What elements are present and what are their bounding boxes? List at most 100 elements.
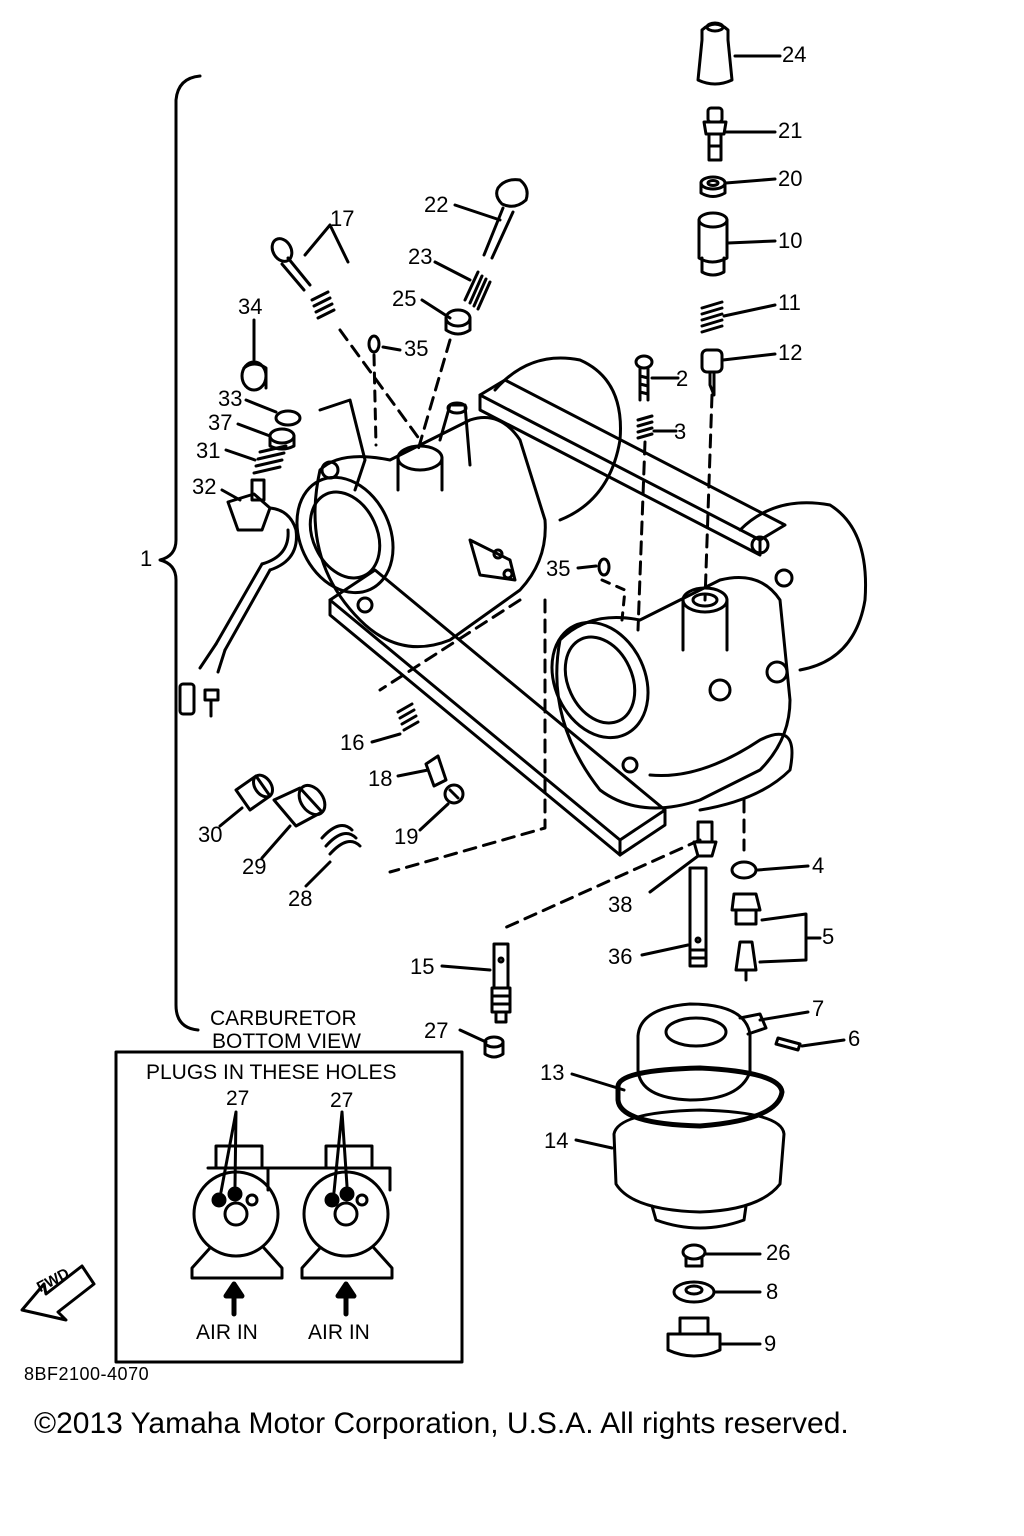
part-36-main-jet	[688, 866, 708, 968]
inset-plug-dot-right-2	[339, 1186, 355, 1202]
callout-36: 36	[608, 944, 633, 969]
leader-5	[758, 912, 822, 964]
leader-19	[418, 802, 450, 832]
part-25-collar	[444, 308, 472, 336]
wire-harness	[178, 528, 298, 718]
inset-box	[114, 1050, 464, 1364]
leader-18	[396, 768, 430, 778]
part-27-plug	[483, 1035, 505, 1059]
part-8-washer	[672, 1280, 716, 1304]
leader-4	[756, 864, 810, 872]
leader-31	[224, 448, 257, 462]
callout-35-lower: 35	[546, 556, 571, 581]
callout-20: 20	[778, 166, 803, 191]
inset-callout-27-right: 27	[330, 1089, 354, 1112]
callout-37: 37	[208, 410, 233, 435]
callout-19: 19	[394, 824, 419, 849]
fwd-arrow-icon	[20, 1264, 96, 1322]
part-32-fitting	[226, 478, 298, 532]
part-5-valve-seat	[730, 892, 762, 982]
inset-air-in-right: AIR IN	[308, 1321, 370, 1344]
leader-30	[218, 806, 244, 828]
part-33-washer	[274, 409, 302, 427]
dash-22	[416, 338, 452, 452]
dash-17	[338, 328, 422, 442]
inset-plug-dot-right-1	[324, 1192, 340, 1208]
dash-15	[498, 838, 702, 932]
callout-21: 21	[778, 118, 803, 143]
part-22-throttle-stop-screw	[482, 178, 529, 260]
part-2-pilot-screw	[634, 354, 654, 402]
part-10-plunger-nut	[697, 211, 729, 277]
callout-11: 11	[778, 290, 801, 315]
inset-callout-27-left: 27	[226, 1087, 250, 1110]
callout-12: 12	[778, 340, 803, 365]
part-35-lower	[597, 557, 611, 577]
leader-35b	[576, 564, 598, 570]
callout-28: 28	[288, 886, 313, 911]
figure-code: 8BF2100-4070	[24, 1364, 150, 1384]
inset-carb-left	[190, 1144, 284, 1280]
callout-5: 5	[822, 924, 835, 949]
callout-24: 24	[782, 42, 807, 67]
inset-heading-line2: BOTTOM VIEW	[212, 1030, 361, 1053]
callout-14: 14	[544, 1128, 569, 1153]
inset-plug-dot-left-1	[211, 1192, 227, 1208]
leader-14	[574, 1138, 614, 1150]
leader-33	[244, 398, 278, 414]
dash-2	[636, 440, 647, 632]
callout-33: 33	[218, 386, 243, 411]
callout-9: 9	[764, 1331, 777, 1356]
leader-16	[370, 732, 402, 744]
callout-1: 1	[140, 546, 153, 571]
leader-28	[304, 860, 332, 888]
part-30-jet-holder	[234, 773, 275, 812]
part-18-pin	[424, 754, 448, 788]
part-12-plunger	[700, 348, 724, 397]
part-23-spring	[463, 270, 492, 311]
callout-3: 3	[674, 419, 687, 444]
callout-32: 32	[192, 474, 217, 499]
part-28-spring	[320, 824, 362, 856]
callout-31: 31	[196, 438, 221, 463]
leader-15	[440, 964, 492, 972]
part-11-spring	[700, 300, 724, 334]
inset-heading-line1: CARBURETOR	[210, 1007, 357, 1030]
inset-carb-right	[266, 1144, 394, 1280]
inset-callout-lines-left	[219, 1110, 238, 1194]
leader-36	[640, 943, 690, 957]
leader-10	[726, 239, 777, 245]
callout-17: 17	[330, 206, 355, 231]
inset-caption: PLUGS IN THESE HOLES	[146, 1061, 397, 1084]
air-in-arrow-left	[223, 1281, 245, 1317]
leader-29	[260, 824, 292, 860]
leader-22	[453, 203, 502, 222]
part-21-starter-screw	[702, 106, 728, 162]
leader-11	[722, 303, 777, 318]
leader-27	[458, 1028, 488, 1044]
leader-32	[220, 488, 242, 502]
assembly-brace	[158, 74, 202, 1032]
leader-25	[420, 298, 452, 320]
part-38-needle-valve	[692, 820, 718, 858]
dash-35a	[372, 353, 378, 447]
callout-6: 6	[848, 1026, 861, 1051]
callout-8: 8	[766, 1279, 779, 1304]
leader-17	[303, 223, 350, 264]
part-20-nut	[699, 175, 727, 198]
callout-22: 22	[424, 192, 449, 217]
dash-19	[388, 598, 547, 874]
leader-6	[800, 1038, 846, 1048]
leader-7	[758, 1010, 810, 1022]
part-19-clip	[443, 783, 465, 805]
callout-29: 29	[242, 854, 267, 879]
part-24-cap	[696, 21, 734, 86]
callout-7: 7	[812, 996, 825, 1021]
leader-37	[236, 422, 272, 438]
part-14-float-bowl	[612, 1108, 786, 1230]
callout-27: 27	[424, 1018, 449, 1043]
part-6-float-pin	[774, 1036, 802, 1052]
part-17-pilot-screw	[270, 237, 336, 320]
callout-2: 2	[676, 366, 689, 391]
